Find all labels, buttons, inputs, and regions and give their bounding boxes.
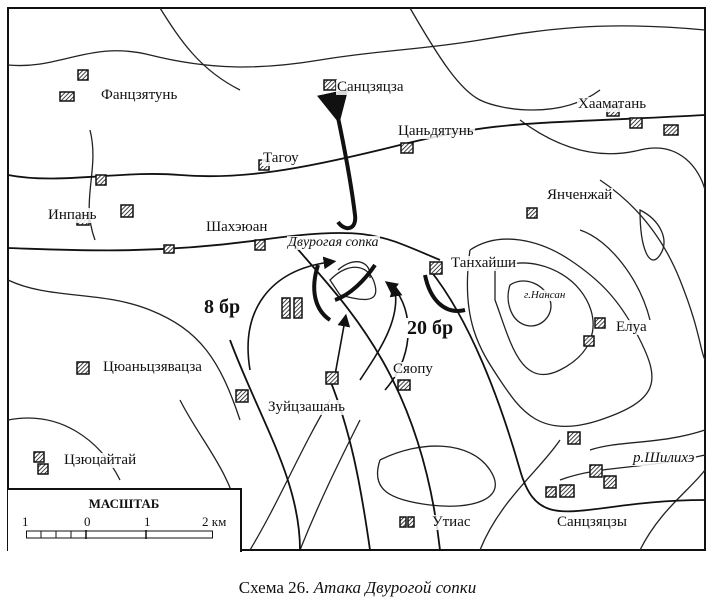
village-symbol (629, 117, 643, 129)
place-label: Янченжай (546, 187, 614, 203)
village-symbol (397, 379, 411, 391)
place-label: Сяопу (392, 361, 434, 377)
village-symbol (589, 464, 603, 478)
caption-title: Атака Двурогой сопки (313, 578, 477, 597)
village-symbol (400, 142, 414, 154)
village-symbol (526, 207, 538, 219)
place-label: Санцзяцза (336, 79, 405, 95)
hill-label: г.Нансан (523, 289, 567, 301)
place-label: Фанцзятунь (100, 87, 179, 103)
village-symbol (545, 486, 557, 498)
place-label: Танхайши (450, 255, 518, 271)
hill-label: Двурогая сопка (287, 235, 380, 250)
scale-ruler (26, 530, 213, 539)
place-label: Тагоу (262, 150, 300, 166)
place-label: Елуа (615, 319, 648, 335)
scale-tick: 0 (84, 514, 91, 529)
village-symbol (37, 463, 49, 475)
unit-label-20-brigade: 20 бр (406, 317, 455, 339)
village-symbol (163, 244, 175, 254)
place-label: Цаньдятунь (397, 123, 475, 139)
place-label: Инпань (47, 207, 98, 223)
village-symbol (59, 91, 75, 102)
village-symbol (583, 335, 595, 347)
place-label: Хааматань (577, 96, 648, 112)
place-label: Санцзяцзы (556, 514, 628, 530)
caption-prefix: Схема 26. (238, 578, 310, 597)
village-symbol (120, 204, 134, 218)
village-symbol (603, 475, 617, 489)
village-symbol (281, 297, 291, 319)
hook-arrow (317, 89, 358, 231)
figure-caption: Схема 26. Атака Двурогой сопки (0, 578, 715, 598)
unit-label-8-brigade: 8 бр (203, 296, 242, 318)
village-symbol (567, 431, 581, 445)
village-symbol (594, 317, 606, 329)
village-symbol (33, 451, 45, 463)
village-symbol (325, 371, 339, 385)
village-symbol (293, 297, 303, 319)
scale-tick: 1 (144, 514, 151, 529)
village-symbol (407, 516, 415, 528)
village-symbol (323, 79, 337, 91)
place-label: Шахэюан (205, 219, 269, 235)
village-symbol (559, 484, 575, 498)
scale-tick: 1 (22, 514, 29, 529)
village-symbol (77, 69, 89, 81)
village-symbol (663, 124, 679, 136)
villages (33, 69, 679, 528)
place-label: Цзюцайтай (63, 452, 138, 468)
attack-arrows (247, 256, 409, 391)
place-label: Утиас (431, 514, 472, 530)
contour-lines (7, 7, 706, 551)
positions (312, 263, 466, 322)
village-symbol (76, 361, 90, 375)
village-symbol (429, 261, 443, 275)
map-frame (7, 7, 706, 551)
village-symbol (95, 174, 107, 186)
place-label: Цюаньцзявацза (102, 359, 203, 375)
village-symbol (235, 389, 249, 403)
village-symbol (254, 239, 266, 251)
scale-tick: 2 км (202, 514, 227, 529)
village-symbol (399, 516, 407, 528)
place-label: Зуйцзашань (267, 399, 346, 415)
scale-title: МАСШТАБ (88, 496, 160, 511)
scale-bar: МАСШТАБ 1 0 1 2 км (8, 488, 242, 552)
river-label: р.Шилихэ (632, 450, 696, 466)
